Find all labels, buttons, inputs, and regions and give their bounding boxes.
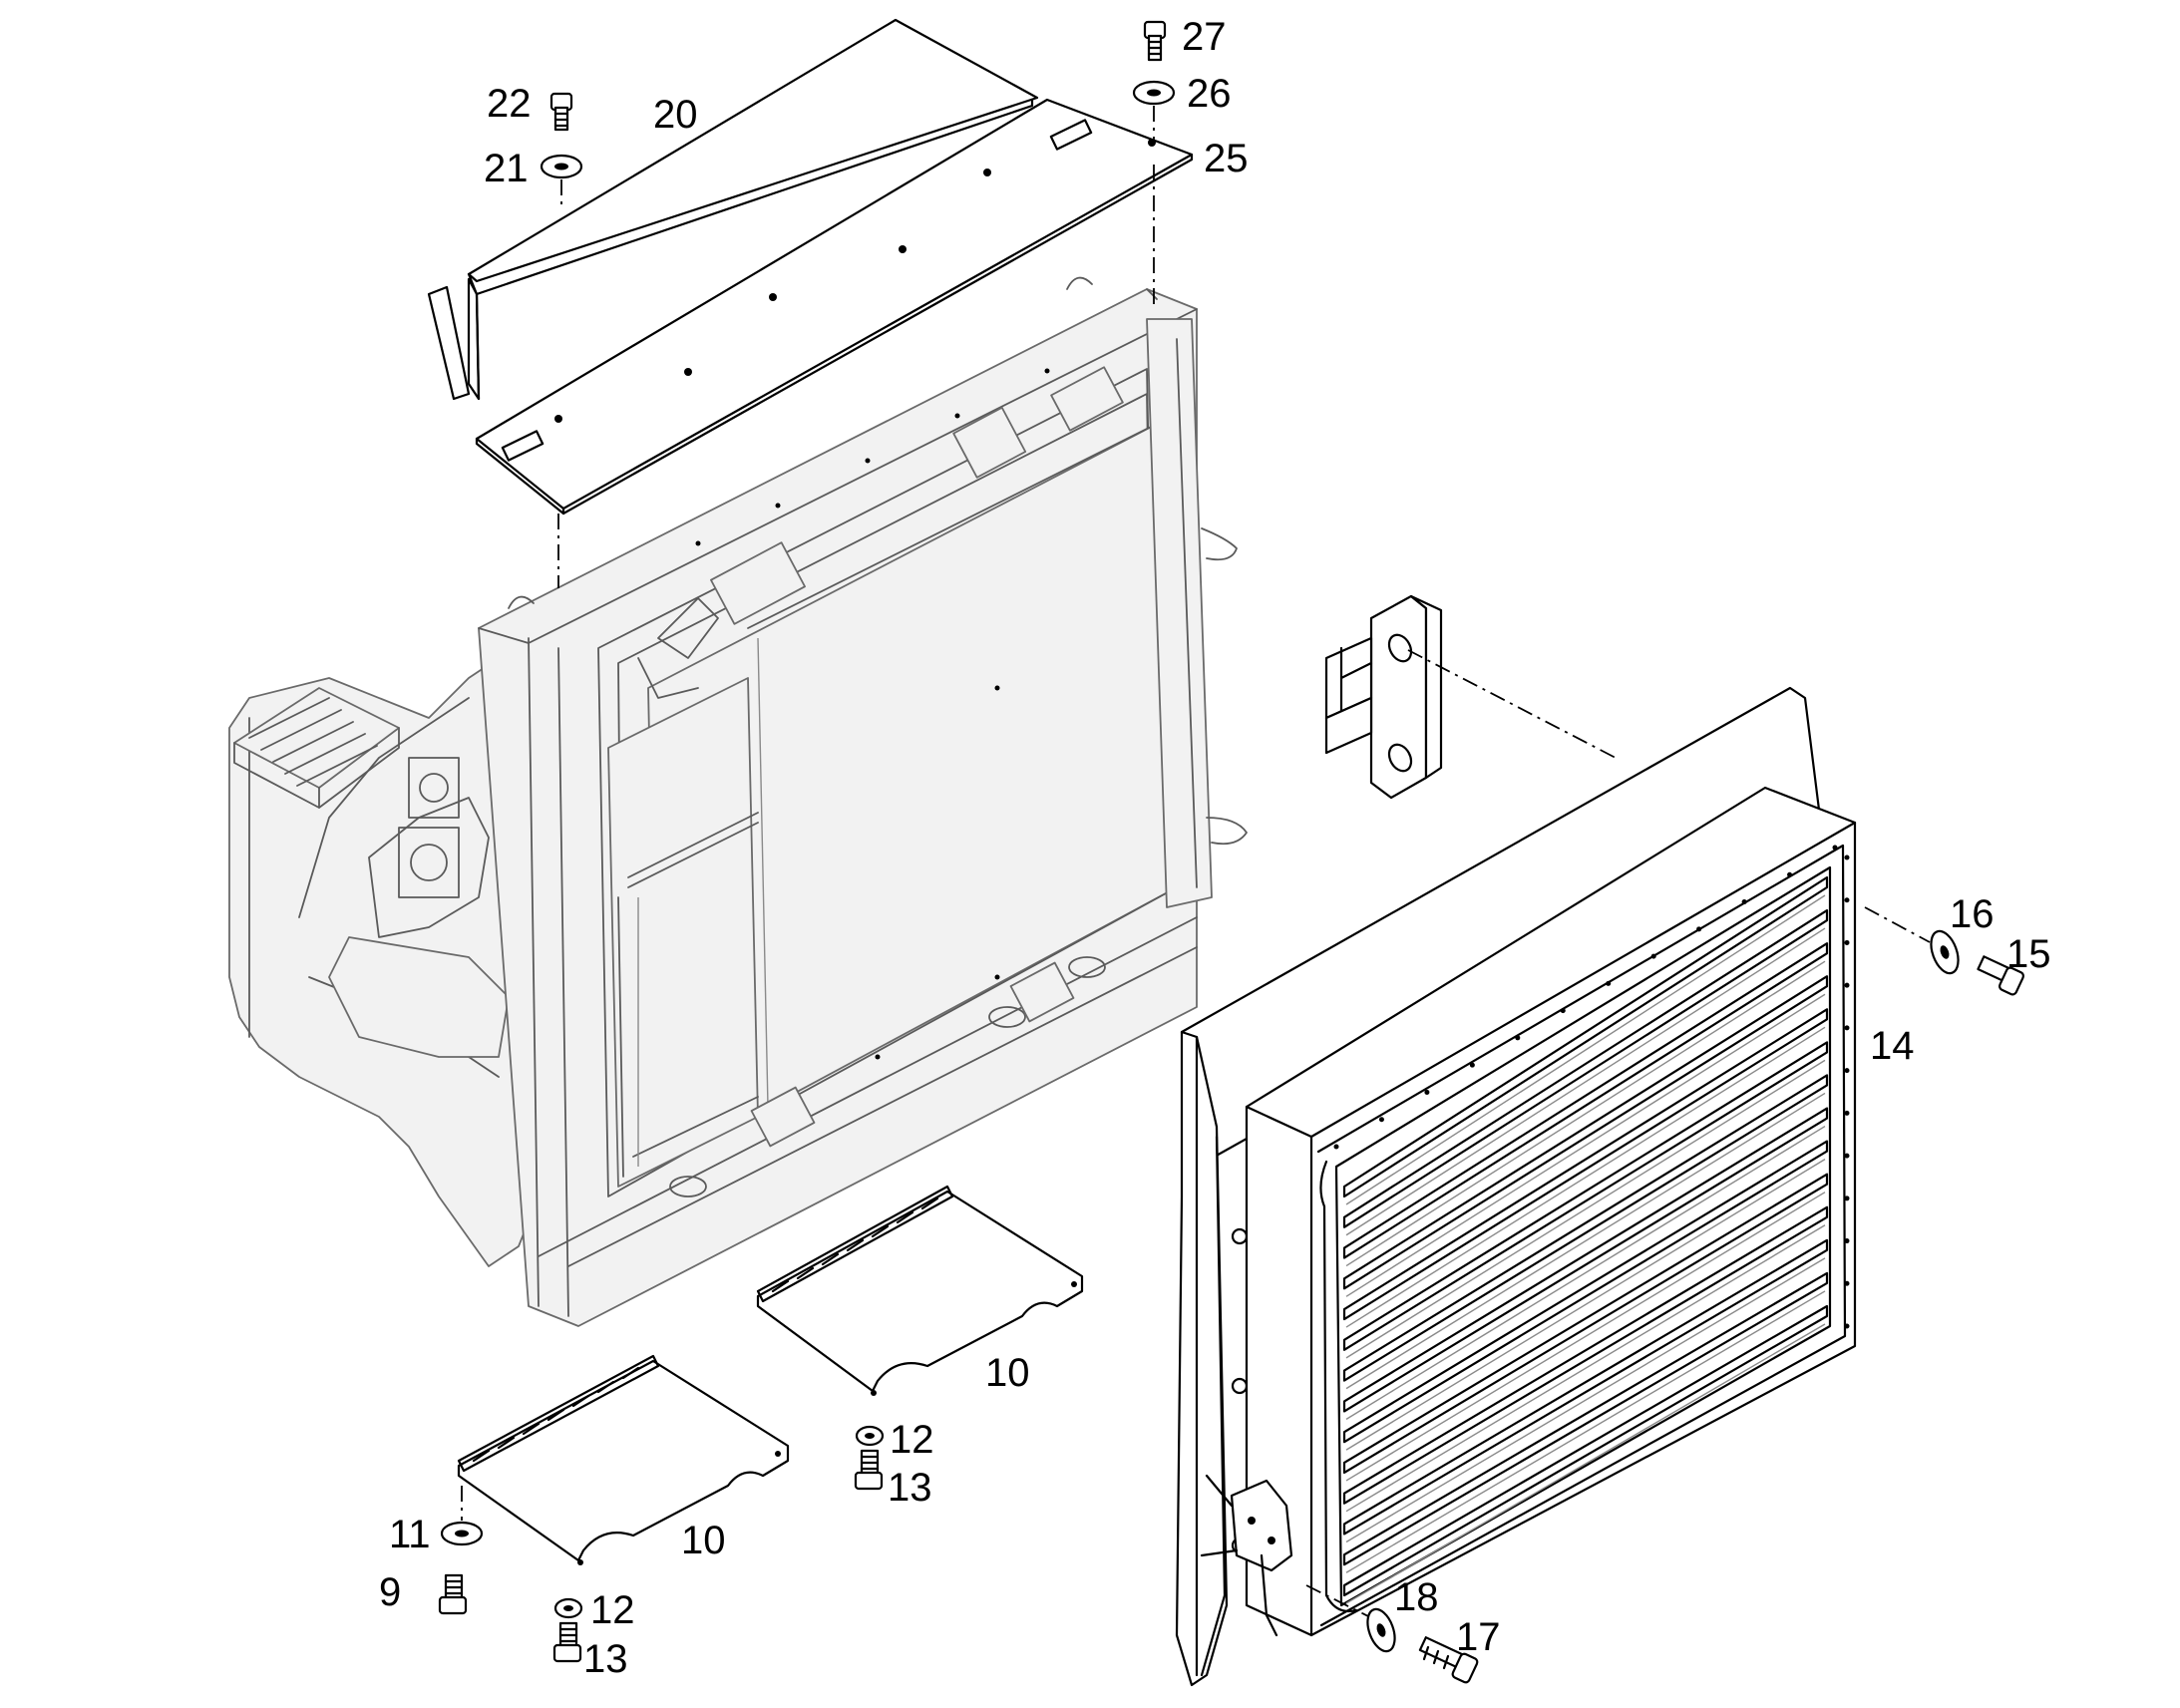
- louver-slat: [1342, 1173, 1829, 1475]
- louver-slat-shadow: [1345, 1323, 1826, 1604]
- callout-18: 18: [1394, 1575, 1439, 1619]
- rim-bolt-hole: [1844, 939, 1850, 945]
- rim-bolt-hole: [1844, 1196, 1850, 1201]
- callout-11: 11: [389, 1513, 431, 1556]
- callout-26: 26: [1187, 72, 1232, 116]
- bolt-22-icon: [549, 92, 573, 132]
- louver-slat: [1342, 908, 1829, 1228]
- callout-27: 27: [1182, 15, 1227, 59]
- louver-slat-shadow: [1345, 1192, 1826, 1482]
- rim-bolt-hole: [1844, 1068, 1850, 1074]
- louver-slat-shadow: [1345, 1257, 1826, 1543]
- rim-bolt-hole: [1844, 1153, 1850, 1159]
- rim-bolt-hole: [1844, 982, 1850, 988]
- rim-bolt-hole: [1378, 1117, 1384, 1123]
- washer-16-icon: [1930, 929, 1960, 975]
- louver-slat-shadow: [1345, 1224, 1826, 1513]
- rim-bolt-hole: [1696, 926, 1702, 932]
- rim-bolt-hole: [1844, 897, 1850, 903]
- rim-bolt-hole: [1560, 1008, 1566, 1014]
- bolt-13-icon: [854, 1449, 884, 1491]
- louver-slat: [1342, 1008, 1829, 1321]
- callout-10-left: 10: [681, 1519, 726, 1562]
- rim-bolt-hole: [1741, 899, 1747, 905]
- callout-14: 14: [1870, 1024, 1915, 1068]
- callout-17: 17: [1456, 1615, 1501, 1659]
- rim-bolt-hole: [1844, 1110, 1850, 1116]
- rim-bolt-hole: [1787, 871, 1793, 877]
- louver-slat: [1342, 1271, 1829, 1566]
- callout-25: 25: [1204, 137, 1249, 180]
- louver-slat-shadow: [1345, 1026, 1826, 1328]
- rim-bolt-hole: [1469, 1062, 1475, 1068]
- callout-9: 9: [379, 1570, 401, 1614]
- louver-slat: [1342, 942, 1829, 1259]
- washer-11-icon: [440, 1521, 484, 1546]
- rim-bolt-hole: [1424, 1089, 1430, 1095]
- louver-slat: [1342, 1140, 1829, 1444]
- callout-13-left: 13: [583, 1637, 628, 1681]
- bottom-plate-right: [756, 1185, 1084, 1396]
- radiator-frame-assembly: [228, 276, 1248, 1327]
- washer-26-icon: [1132, 80, 1176, 106]
- callout-22: 22: [487, 82, 532, 126]
- louver-slat-shadow: [1345, 1290, 1826, 1573]
- washer-18-icon: [1366, 1607, 1396, 1653]
- rim-bolt-hole: [1844, 1025, 1850, 1031]
- rim-bolt-hole: [1844, 1238, 1850, 1244]
- rim-bolt-hole: [1844, 1280, 1850, 1286]
- louver-slat: [1342, 1074, 1829, 1382]
- louver-slat: [1342, 875, 1829, 1198]
- louver-slat-shadow: [1345, 993, 1826, 1297]
- louver-slat: [1342, 1107, 1829, 1413]
- callout-13-right: 13: [888, 1466, 932, 1510]
- louver-slat-shadow: [1345, 1159, 1826, 1451]
- mounting-bracket: [1324, 594, 1443, 800]
- louver-slat: [1342, 1205, 1829, 1505]
- bolt-13-icon: [552, 1621, 582, 1663]
- callout-10-right: 10: [985, 1351, 1030, 1395]
- rim-bolt-hole: [1333, 1144, 1339, 1150]
- bolt-15-icon: [1977, 955, 2025, 996]
- callout-20: 20: [653, 93, 698, 137]
- callout-12-left: 12: [590, 1588, 635, 1632]
- washer-21-icon: [540, 154, 583, 179]
- louver-slat-shadow: [1345, 894, 1826, 1205]
- nut-12-icon: [855, 1425, 885, 1447]
- callout-labels: 27 26 25 22 21 20 16 15 14 10 12 13 11 1…: [379, 15, 2051, 1681]
- rim-bolt-hole: [1515, 1035, 1521, 1041]
- callout-16: 16: [1950, 892, 1995, 936]
- top-cover-plate: [427, 18, 1194, 515]
- louver-slat: [1342, 975, 1829, 1290]
- bolt-9-icon: [438, 1573, 468, 1615]
- callout-21: 21: [484, 147, 529, 190]
- louver-slat-shadow: [1345, 960, 1826, 1267]
- rim-bolt-hole: [1606, 980, 1612, 986]
- louver-slat-shadow: [1345, 1059, 1826, 1359]
- louver-slat-shadow: [1345, 1092, 1826, 1390]
- callout-12-right: 12: [890, 1418, 934, 1462]
- louver-slat-shadow: [1345, 1125, 1826, 1420]
- louver-slats: [1342, 875, 1829, 1604]
- louver-slat-shadow: [1345, 927, 1826, 1236]
- rim-bolt-hole: [1832, 845, 1838, 851]
- rim-bolt-hole: [1650, 953, 1656, 959]
- louver-slat: [1342, 1041, 1829, 1351]
- louver-slat: [1342, 1304, 1829, 1597]
- bottom-plate-left: [457, 1354, 790, 1565]
- bolt-27-icon: [1143, 20, 1167, 62]
- louver-slat: [1342, 1238, 1829, 1536]
- rim-bolt-hole: [1844, 1323, 1850, 1329]
- nut-12-icon: [553, 1597, 583, 1619]
- rim-bolt-hole: [1844, 854, 1850, 860]
- callout-15: 15: [2006, 932, 2051, 976]
- grille-louver-assembly: [1175, 686, 1857, 1687]
- bolt-17-icon: [1418, 1636, 1479, 1684]
